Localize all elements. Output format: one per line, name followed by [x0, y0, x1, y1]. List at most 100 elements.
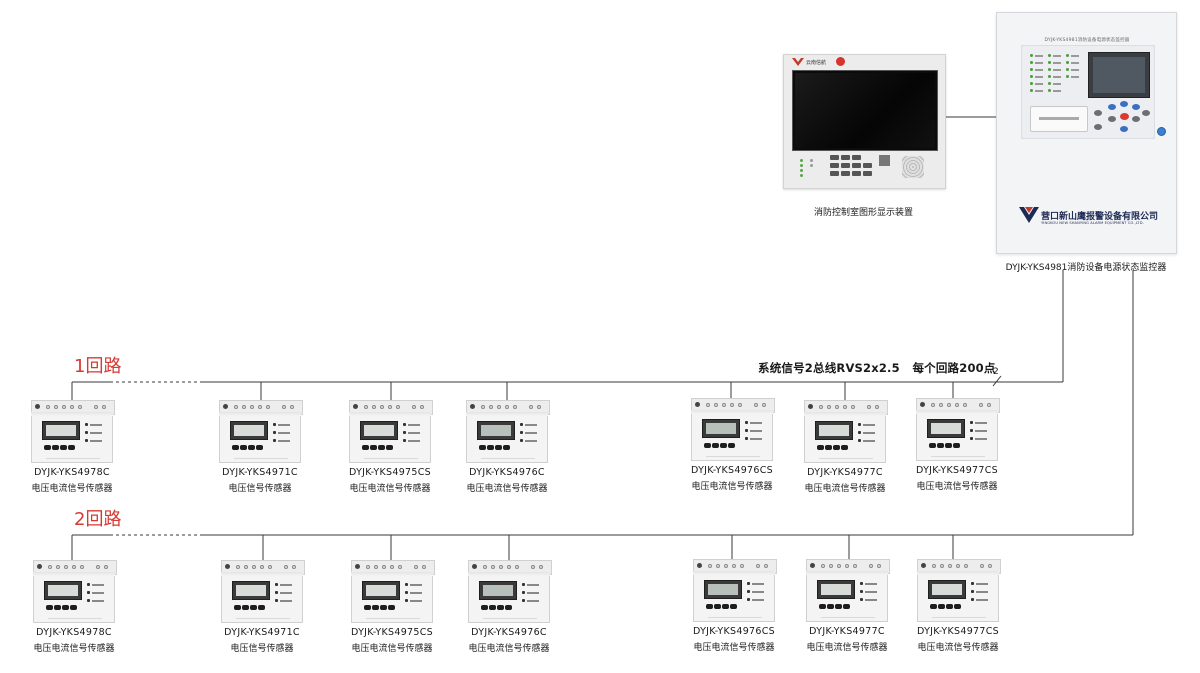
sensor-button: [70, 605, 77, 610]
mount-screw-icon: [225, 564, 230, 569]
sensor-indicator-label: [90, 424, 102, 426]
terminal-screw-icon: [835, 405, 839, 409]
terminal-screw-icon: [96, 565, 100, 569]
sensor-indicator-led: [275, 583, 278, 586]
terminal-screw-icon: [988, 564, 992, 568]
sensor-indicator-label: [752, 599, 764, 601]
sensor-model: DYJK-YKS4976C: [438, 627, 580, 638]
sensor-button: [835, 604, 842, 609]
terminal-screw-icon: [266, 405, 270, 409]
speaker-grille: [902, 156, 924, 178]
cabinet-control-panel: [1021, 45, 1155, 139]
terminal-screw-icon: [875, 405, 879, 409]
sensor-lcd: [817, 580, 855, 599]
sensor-model: DYJK-YKS4977CS: [887, 626, 1029, 637]
terminal-screw-icon: [738, 403, 742, 407]
sensor-button: [62, 605, 69, 610]
terminal-screw-icon: [499, 565, 503, 569]
sensor-body: [31, 412, 113, 463]
terminal-screw-icon: [102, 405, 106, 409]
sensor-indicator-label: [976, 583, 988, 585]
terminal-screw-icon: [388, 405, 392, 409]
sensor-body: [219, 412, 301, 463]
terminal-screw-icon: [732, 564, 736, 568]
display-status-leds: [800, 159, 822, 181]
sensor-description: 电压电流信号传感器: [3, 641, 145, 654]
sensor-indicator-led: [85, 431, 88, 434]
terminal-screw-icon: [956, 564, 960, 568]
sensor-module: DYJK-YKS4976C电压电流信号传感器: [466, 400, 548, 463]
sensor-base: [48, 618, 102, 624]
sensor-indicator-label: [863, 432, 875, 434]
sensor-indicator-led: [87, 591, 90, 594]
terminal-screw-icon: [821, 564, 825, 568]
terminal-screw-icon: [483, 565, 487, 569]
sensor-indicator-led: [745, 429, 748, 432]
sensor-module: DYJK-YKS4975CS电压电流信号传感器: [349, 400, 431, 463]
sensor-indicator-led: [520, 439, 523, 442]
terminal-screw-icon: [390, 565, 394, 569]
qr-code-icon: [879, 155, 890, 166]
terminal-screw-icon: [955, 403, 959, 407]
sensor-indicator-led: [747, 582, 750, 585]
terminal-screw-icon: [724, 564, 728, 568]
sensor-button: [68, 445, 75, 450]
cabinet-panel-title: DYJK-YKS4981消防设备电源状态监控器: [1025, 37, 1149, 43]
sensor-button: [945, 443, 952, 448]
sensor-indicator-led: [971, 582, 974, 585]
terminal-screw-icon: [979, 403, 983, 407]
sensor-button: [242, 605, 249, 610]
sensor-button: [380, 605, 387, 610]
sensor-button: [720, 443, 727, 448]
loop2-label: 2回路: [74, 505, 121, 531]
sensor-button: [706, 604, 713, 609]
terminal-screw-icon: [94, 405, 98, 409]
terminal-screw-icon: [762, 403, 766, 407]
sensor-module: DYJK-YKS4977CS电压电流信号传感器: [917, 559, 999, 622]
display-screen: [792, 70, 938, 151]
mount-screw-icon: [37, 564, 42, 569]
sensor-button: [52, 445, 59, 450]
terminal-screw-icon: [364, 405, 368, 409]
sensor-button: [487, 445, 494, 450]
sensor-indicator-led: [971, 590, 974, 593]
brand-text: 云南信航: [806, 59, 826, 66]
sensor-lcd: [928, 580, 966, 599]
terminal-screw-icon: [987, 403, 991, 407]
sensor-button: [364, 605, 371, 610]
sensor-indicator-label: [410, 600, 422, 602]
terminal-screw-icon: [740, 564, 744, 568]
terminal-screw-icon: [851, 405, 855, 409]
sensor-button: [489, 605, 496, 610]
sensor-body: [917, 571, 999, 622]
keypad-grey-key: [1094, 110, 1102, 116]
sensor-button: [843, 604, 850, 609]
sensor-indicator-label: [865, 599, 877, 601]
terminal-screw-icon: [80, 565, 84, 569]
sensor-body: [466, 412, 548, 463]
terminal-screw-icon: [260, 565, 264, 569]
terminal-screw-icon: [843, 405, 847, 409]
sensor-indicator-led: [405, 591, 408, 594]
sensor-button: [841, 445, 848, 450]
sensor-body: [916, 410, 998, 461]
sensor-indicator-label: [527, 592, 539, 594]
terminal-screw-icon: [104, 565, 108, 569]
sensor-button: [386, 445, 393, 450]
sensor-body: [691, 410, 773, 461]
sensor-lcd: [927, 419, 965, 438]
sensor-button: [728, 443, 735, 448]
sensor-model: DYJK-YKS4978C: [3, 627, 145, 638]
terminal-screw-icon: [537, 405, 541, 409]
sensor-indicator-led: [745, 437, 748, 440]
terminal-screw-icon: [980, 564, 984, 568]
terminal-screw-icon: [730, 403, 734, 407]
terminal-screw-icon: [829, 564, 833, 568]
sensor-button: [256, 445, 263, 450]
sensor-button: [372, 605, 379, 610]
terminal-screw-icon: [242, 405, 246, 409]
sensor-lcd: [479, 581, 517, 600]
sensor-button: [722, 604, 729, 609]
terminal-screw-icon: [505, 405, 509, 409]
terminal-screw-icon: [491, 565, 495, 569]
